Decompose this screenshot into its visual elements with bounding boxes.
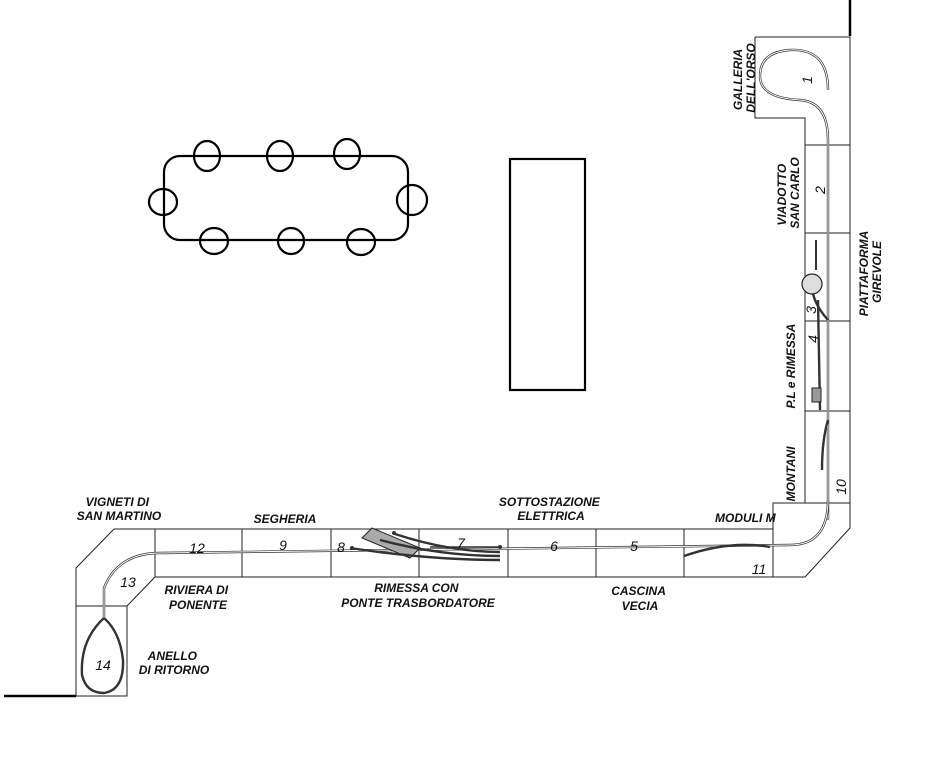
table-with-chairs xyxy=(147,137,429,257)
label-galleria: GALLERIA DELL'ORSO xyxy=(731,43,758,113)
label-rimessa-ponte: RIMESSA CON PONTE TRASBORDATORE xyxy=(341,581,496,610)
chair xyxy=(265,139,295,173)
module-number-2: 2 xyxy=(812,186,828,195)
label-vigneti: VIGNETI DI SAN MARTINO xyxy=(77,495,162,523)
label-piattaforma: PIATTAFORMA GIREVOLE xyxy=(857,228,884,316)
chair xyxy=(198,226,230,256)
label-moduli: MODULI M xyxy=(715,511,777,525)
chair xyxy=(332,137,362,171)
module-number-13: 13 xyxy=(120,574,136,590)
module-number-7: 7 xyxy=(457,535,466,551)
chair xyxy=(147,187,179,217)
module-number-6: 6 xyxy=(550,538,558,554)
module-number-4: 4 xyxy=(805,335,821,343)
label-viadotto: VIADOTTO SAN CARLO xyxy=(775,157,802,229)
module-number-14: 14 xyxy=(95,657,111,673)
shed xyxy=(811,387,822,403)
module-number-12: 12 xyxy=(189,540,205,556)
label-sottostazione: SOTTOSTAZIONE ELETTRICA xyxy=(499,495,603,523)
label-pl-rimessa: P.L e RIMESSA xyxy=(784,324,798,409)
table xyxy=(162,154,410,242)
track xyxy=(80,48,830,695)
chair xyxy=(395,183,429,217)
turntable xyxy=(801,273,823,295)
module-number-3: 3 xyxy=(803,306,819,314)
label-montani: MONTANI xyxy=(784,446,798,502)
chair xyxy=(345,227,377,257)
module-number-10: 10 xyxy=(833,479,849,495)
chair xyxy=(192,139,222,173)
label-anello: ANELLO DI RITORNO xyxy=(139,649,210,677)
cabinet xyxy=(508,157,587,392)
module-number-8: 8 xyxy=(337,539,345,555)
module-numbers: 1 2 3 4 10 11 5 6 7 8 9 12 13 14 xyxy=(95,76,849,673)
module-number-9: 9 xyxy=(279,537,287,553)
chair xyxy=(276,226,306,256)
label-segheria: SEGHERIA xyxy=(254,512,317,526)
area-labels: GALLERIA DELL'ORSO VIADOTTO SAN CARLO PI… xyxy=(77,43,884,677)
module-number-1: 1 xyxy=(799,76,815,84)
label-cascina: CASCINA VECIA xyxy=(611,584,669,613)
module-number-11: 11 xyxy=(752,561,767,577)
module-number-5: 5 xyxy=(630,538,638,554)
label-riviera: RIVIERA DI PONENTE xyxy=(165,583,232,612)
